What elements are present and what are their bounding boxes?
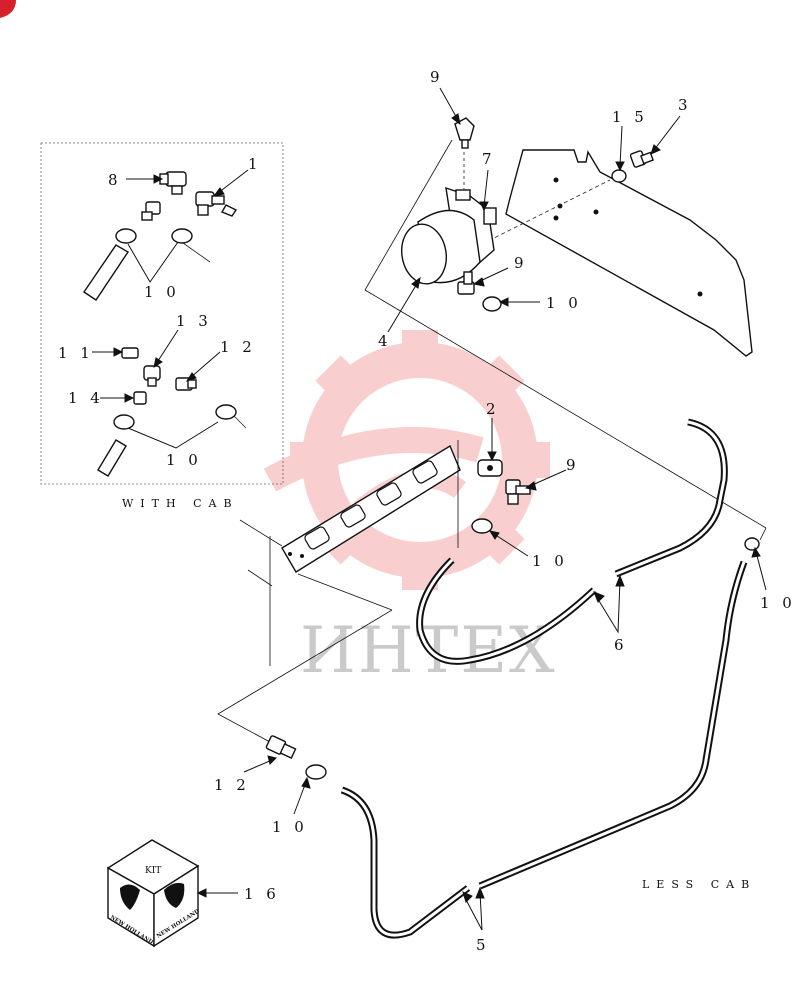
manifold-to-fitting-leader [217,609,393,743]
watermark: ИНТЕХ [263,330,555,688]
callout-9-mid: 9 [514,254,528,272]
hose-clamp-10-lower-icon [305,764,327,780]
filter-canister-4-icon [401,209,481,285]
inset-hose-lower [97,439,127,477]
adapter-fitting-12-lower-icon [265,735,297,759]
right-clamp-leader [751,546,767,591]
callout-1: 1 [248,155,262,173]
hose-clamp-10-manifold-icon [471,518,493,534]
hose-6 [416,418,728,665]
corner-badge [0,0,16,18]
tee-fitting-8-icon [159,171,187,195]
callout-12-inset: 1 2 [220,338,256,356]
callout-10-lower: 1 0 [272,818,308,836]
callout-15: 1 5 [612,108,648,126]
filter-leaders [387,87,681,333]
with-cab-inset-frame [40,142,284,485]
hose-clamp-10-filter-icon [482,296,502,312]
hose-clamp-icon [115,228,193,244]
callout-10-manifold: 1 0 [532,552,568,570]
hose-clamp-lower-icon [113,404,237,430]
adapter-fitting-12-icon [175,377,197,391]
elbow-fitting-9-mid-icon [457,271,475,295]
callout-6: 6 [614,636,628,654]
adapter-fitting-icon [141,201,161,221]
less-cab-caption: LESS CAB [642,878,756,891]
elbow-fitting-9-lower-icon [505,479,531,505]
callout-9-top: 9 [430,68,444,86]
callout-10-inset-top: 1 0 [144,283,180,301]
washer-15-icon [611,169,627,183]
inset-leaders [92,169,249,449]
tee-fitting-13-icon [143,365,161,387]
hose-clamp-10-right-icon [744,537,760,551]
kit-leader [196,888,238,898]
callout-10-inset-bottom: 1 0 [166,451,202,469]
callout-10-filter: 1 0 [546,294,582,312]
callout-13: 1 3 [176,312,212,330]
capscrew-3-icon [629,150,654,168]
callout-16: 1 6 [244,885,280,903]
exhaust-manifold [281,444,461,573]
hose-5-leaders [462,886,485,931]
hose-5 [340,560,748,939]
callout-9-lower: 9 [566,456,580,474]
elbow-fitting-1-icon [195,191,238,217]
engine-outline [239,440,459,666]
adapter-fitting-14-icon [133,391,147,405]
manifold-leaders [487,418,567,557]
kit-box-icon: KIT NEW HOLLAND NEW HOLLAND [106,839,201,948]
callout-14: 1 4 [68,389,104,407]
callout-10-right: 1 0 [760,594,796,612]
callout-8: 8 [108,171,122,189]
kit-label: KIT [145,866,161,876]
with-cab-caption: WITH CAB [122,497,239,510]
callout-5: 5 [476,936,490,954]
inset-hose [83,244,129,301]
callout-7: 7 [482,150,496,168]
adapter-fitting-2-icon [477,459,503,477]
new-holland-logo-icon [120,882,185,910]
lower-fitting-leaders [243,755,311,815]
callout-11: 1 1 [58,344,94,362]
callout-4: 4 [378,332,392,350]
mounting-bracket-plate [505,149,753,357]
adapter-fitting-11-icon [121,347,139,359]
assembly-leaders [364,139,767,541]
callout-12-lower: 1 2 [214,776,250,794]
callout-3: 3 [678,96,692,114]
hose-6-leaders [593,574,625,634]
callout-2: 2 [486,400,500,418]
